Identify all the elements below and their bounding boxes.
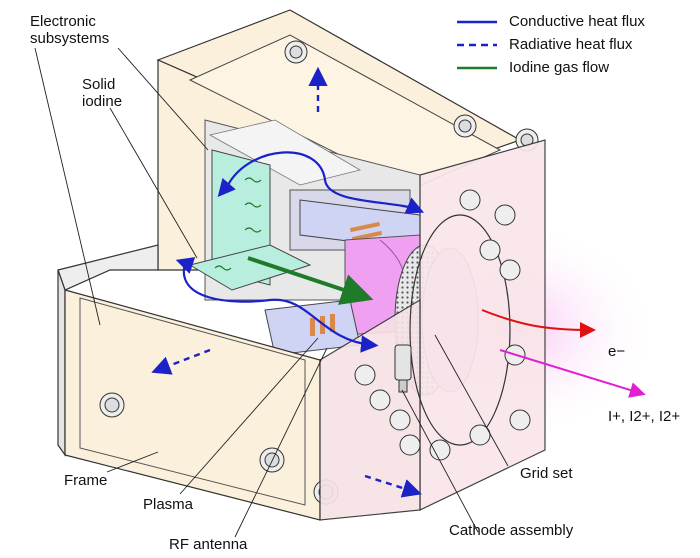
label-grid-set: Grid set — [520, 465, 573, 482]
legend-iodine-flow: Iodine gas flow — [509, 59, 610, 76]
radiative-flux-arrow — [151, 348, 211, 375]
label-electronic-subsystems: Electronic subsystems — [30, 13, 109, 47]
electron-beam — [481, 309, 596, 338]
label-plasma: Plasma — [143, 496, 194, 513]
conductive-flux-path — [217, 177, 236, 198]
label-cathode-assembly: Cathode assembly — [449, 522, 574, 539]
lower-housing — [57, 244, 339, 521]
label-electronic-line2: subsystems — [30, 30, 110, 47]
conductive-flux-path — [175, 257, 196, 274]
label-frame: Frame — [64, 472, 108, 489]
conductive-flux-path — [182, 262, 379, 353]
label-electronic-line1: Electronic — [30, 13, 96, 30]
label-electron: e− — [608, 343, 626, 360]
leader-lines — [34, 47, 509, 538]
label-ions: I+, I2+, I2+ — [608, 408, 681, 425]
iodine-flow-arrow — [247, 256, 374, 305]
label-solid-line2: iodine — [82, 93, 123, 110]
conductive-flux-path — [227, 151, 425, 214]
legend-radiative: Radiative heat flux — [509, 36, 633, 53]
label-solid-iodine: Solid iodine — [82, 76, 122, 110]
legend-conductive: Conductive heat flux — [509, 13, 645, 30]
radiative-flux-arrow — [364, 474, 422, 498]
right-face — [319, 139, 546, 521]
ion-beam — [499, 349, 646, 398]
label-rf-antenna: RF antenna — [169, 536, 248, 553]
label-solid-line1: Solid — [82, 76, 116, 93]
